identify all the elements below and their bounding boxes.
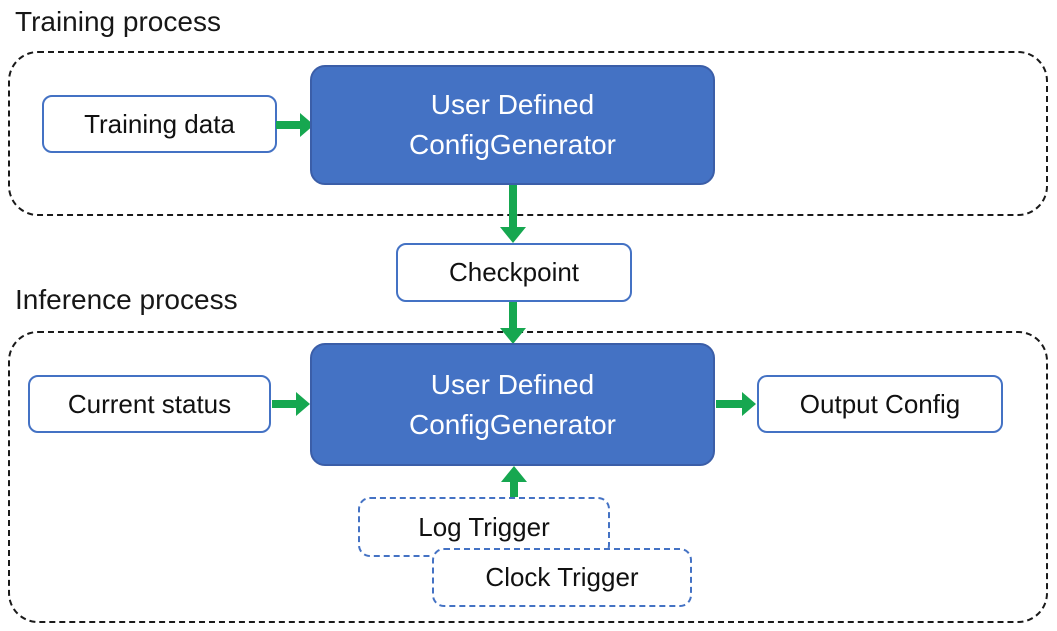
inference-generator-line1: User Defined (430, 368, 595, 400)
inference-process-container (8, 331, 1048, 623)
checkpoint-box: Checkpoint (396, 243, 632, 302)
checkpoint-label: Checkpoint (448, 257, 580, 287)
training-process-title: Training process (15, 6, 221, 37)
arrow-generator-to-checkpoint (500, 185, 526, 243)
training-process-container (8, 51, 1048, 216)
clock-trigger-label: Clock Trigger (485, 562, 639, 592)
training-data-label: Training data (84, 108, 235, 139)
training-generator-line2: ConfigGenerator (408, 129, 616, 160)
arrow-checkpoint-to-generator (500, 302, 526, 344)
clock-trigger-box: Clock Trigger (432, 548, 692, 607)
training-generator-line1: User Defined (430, 89, 595, 120)
training-data-box: Training data (42, 95, 277, 153)
training-config-generator-box: User Defined ConfigGenerator (310, 65, 715, 185)
output-config-box: Output Config (757, 375, 1003, 433)
inference-config-generator-box: User Defined ConfigGenerator (310, 343, 715, 466)
arrow-triggers-to-generator (501, 466, 527, 498)
current-status-label: Current status (67, 388, 232, 419)
arrow-generator-to-output (716, 392, 756, 416)
inference-generator-line2: ConfigGenerator (408, 408, 616, 440)
log-trigger-box: Log Trigger (358, 497, 610, 557)
output-config-label: Output Config (799, 388, 961, 419)
arrow-training-data-to-generator (276, 113, 314, 137)
log-trigger-label: Log Trigger (418, 511, 550, 542)
inference-process-title: Inference process (15, 284, 238, 315)
current-status-box: Current status (28, 375, 271, 433)
arrow-current-status-to-generator (272, 392, 310, 416)
